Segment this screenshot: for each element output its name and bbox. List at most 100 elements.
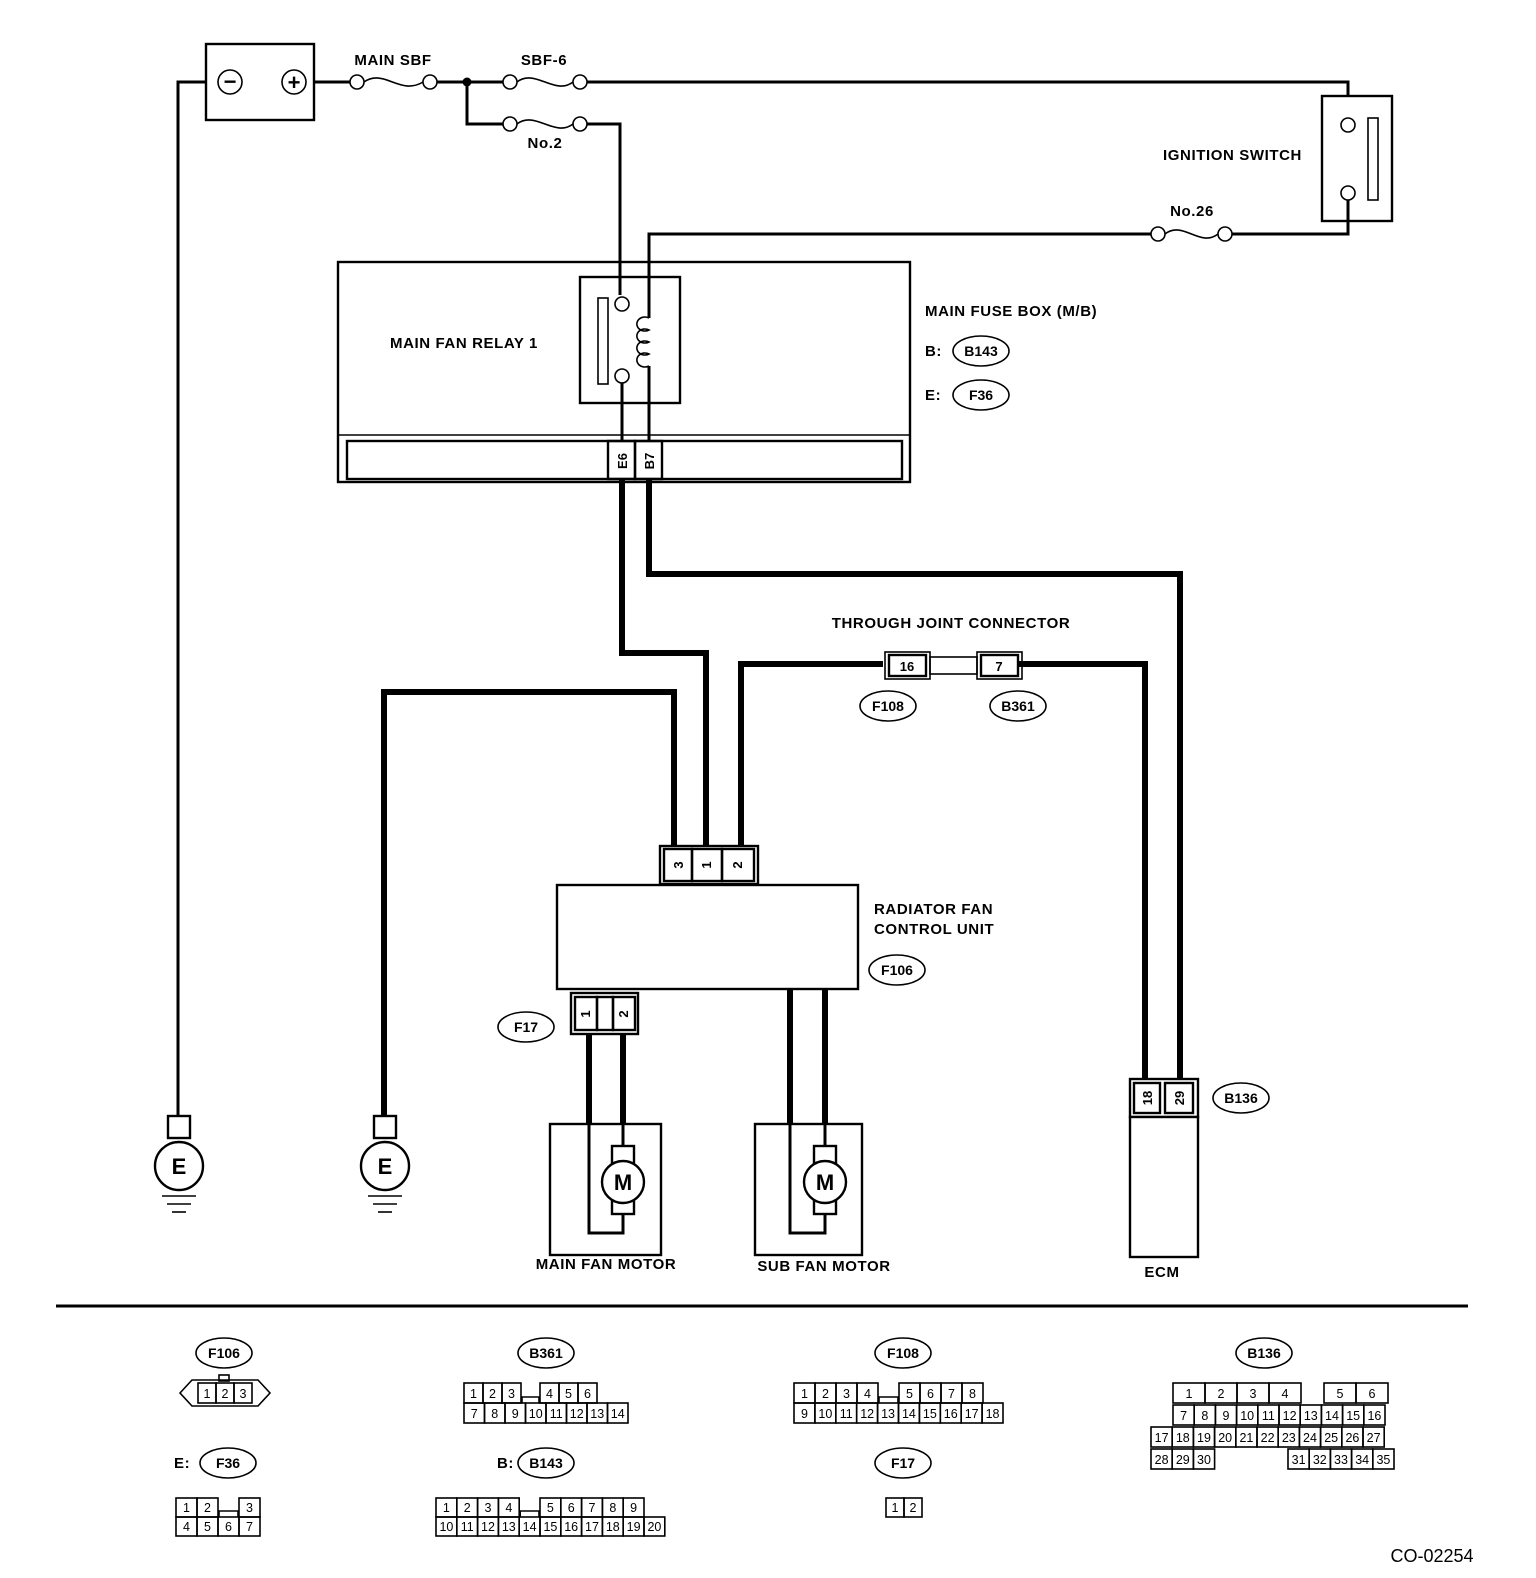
- connector-pin-number: 13: [881, 1407, 895, 1421]
- connector-pin-number: 7: [948, 1387, 955, 1401]
- main-fan-relay: [578, 275, 682, 441]
- pin-b7: B7: [642, 453, 657, 470]
- connector-pin-number: 5: [906, 1387, 913, 1401]
- conn-f108: F108: [872, 698, 904, 714]
- connector-pin-number: 7: [1180, 1409, 1187, 1423]
- connector-pin-number: 25: [1324, 1431, 1338, 1445]
- main-fan-motor: M MAIN FAN MOTOR: [536, 1122, 676, 1273]
- connector-pin-number: 10: [529, 1407, 543, 1421]
- sbf6-fuse: SBF-6: [502, 52, 588, 90]
- connector-pin-number: 3: [1250, 1387, 1257, 1401]
- connector-pin-number: 6: [568, 1501, 575, 1515]
- joint-pin-16: 16: [900, 659, 914, 674]
- harness-wires: [381, 479, 1183, 1124]
- e-prefix: E:: [925, 387, 941, 404]
- connector-pin-number: 21: [1239, 1431, 1253, 1445]
- main-fuse-box: E6 B7 MAIN FAN RELAY 1 MAIN FUSE BOX (M/…: [336, 260, 1097, 484]
- connector-pin-number: 3: [240, 1387, 247, 1401]
- connector-pin-number: 5: [565, 1387, 572, 1401]
- connector-pin-number: 13: [502, 1520, 516, 1534]
- connector-pin-number: 2: [910, 1501, 917, 1515]
- sub-fan-motor-label: SUB FAN MOTOR: [757, 1258, 890, 1275]
- connector-pin-number: 15: [923, 1407, 937, 1421]
- connector-pin-number: 11: [461, 1520, 474, 1534]
- connector-pin-number: 20: [647, 1520, 661, 1534]
- connector-pin-number: 22: [1261, 1431, 1275, 1445]
- connector-pin-number: 18: [1176, 1431, 1190, 1445]
- f17-pin-1: 1: [578, 1010, 593, 1017]
- connector-pin-number: 14: [902, 1407, 916, 1421]
- connector-pin-number: 27: [1367, 1431, 1381, 1445]
- ignition-switch: IGNITION SWITCH: [1163, 94, 1394, 223]
- sub-motor-symbol: M: [816, 1170, 834, 1195]
- connector-pin-number: 26: [1345, 1431, 1359, 1445]
- connector-pin-number: 18: [986, 1407, 1000, 1421]
- face-prefix-b: B:: [497, 1455, 514, 1472]
- connector-pin-number: 16: [944, 1407, 958, 1421]
- face-label-f106: F106: [208, 1345, 240, 1361]
- radiator-fan-label-2: CONTROL UNIT: [874, 921, 994, 938]
- connector-pin-number: 12: [570, 1407, 584, 1421]
- connector-pin-number: 33: [1334, 1453, 1348, 1467]
- connector-pin-number: 7: [246, 1520, 253, 1534]
- connector-pin-number: 35: [1376, 1453, 1390, 1467]
- connector-pin-number: 11: [1262, 1409, 1275, 1423]
- conn-b143: B143: [964, 343, 998, 359]
- face-prefix-e: E:: [174, 1455, 190, 1472]
- connector-cell: [643, 1516, 666, 1537]
- connector-key-notch: [519, 1510, 540, 1517]
- connector-cell: [1355, 1382, 1389, 1404]
- conn-f106: F106: [881, 962, 913, 978]
- connector-key-notch: [218, 1510, 239, 1517]
- connector-pin-number: 31: [1292, 1453, 1306, 1467]
- battery-minus-label: −: [224, 69, 237, 94]
- connector-cell: [981, 1402, 1004, 1424]
- no26-fuse: No.26: [1150, 203, 1233, 242]
- face-label-f36: F36: [216, 1455, 240, 1471]
- connector-pin-number: 9: [630, 1501, 637, 1515]
- connector-pin-number: 3: [485, 1501, 492, 1515]
- f17-pin-2: 2: [616, 1010, 631, 1017]
- connector-pin-number: 17: [585, 1520, 599, 1534]
- main-fuse-box-label: MAIN FUSE BOX (M/B): [925, 303, 1097, 320]
- connector-pin-number: 28: [1155, 1453, 1169, 1467]
- connector-pin-number: 9: [801, 1407, 808, 1421]
- face-label-f17: F17: [891, 1455, 915, 1471]
- connector-pin-number: 13: [1304, 1409, 1318, 1423]
- connector-pin-number: 14: [1325, 1409, 1339, 1423]
- connector-pin-number: 12: [1283, 1409, 1297, 1423]
- rfc-pin-2: 2: [730, 861, 745, 868]
- connector-pin-number: 6: [927, 1387, 934, 1401]
- no2-label: No.2: [528, 135, 563, 152]
- through-joint-label: THROUGH JOINT CONNECTOR: [832, 615, 1071, 632]
- connector-pin-number: 1: [1186, 1387, 1193, 1401]
- connector-pin-number: 2: [464, 1501, 471, 1515]
- connector-pin-number: 17: [965, 1407, 979, 1421]
- connector-pin-number: 6: [584, 1387, 591, 1401]
- connector-pin-number: 10: [439, 1520, 453, 1534]
- main-sbf-label: MAIN SBF: [354, 52, 431, 69]
- connector-pin-number: 1: [801, 1387, 808, 1401]
- connector-pin-number: 5: [204, 1520, 211, 1534]
- connector-pin-number: 19: [1197, 1431, 1211, 1445]
- pin-e6: E6: [615, 453, 630, 469]
- connector-pin-number: 29: [1176, 1453, 1190, 1467]
- connector-cell: [903, 1497, 923, 1518]
- connector-pin-number: 5: [547, 1501, 554, 1515]
- radiator-fan-control-unit: 3 1 2 RADIATOR FAN CONTROL UNIT F106 1 2…: [497, 844, 994, 1043]
- connector-pin-number: 18: [606, 1520, 620, 1534]
- ground-symbol-2: E: [378, 1154, 393, 1179]
- connector-cell: [1268, 1382, 1302, 1404]
- connector-pin-number: 2: [1218, 1387, 1225, 1401]
- face-label-b361: B361: [529, 1345, 563, 1361]
- conn-f17: F17: [514, 1019, 538, 1035]
- connector-cell: [1372, 1448, 1395, 1470]
- joint-pin-7: 7: [995, 659, 1002, 674]
- ecm: 18 29 B136 ECM: [1128, 1077, 1270, 1281]
